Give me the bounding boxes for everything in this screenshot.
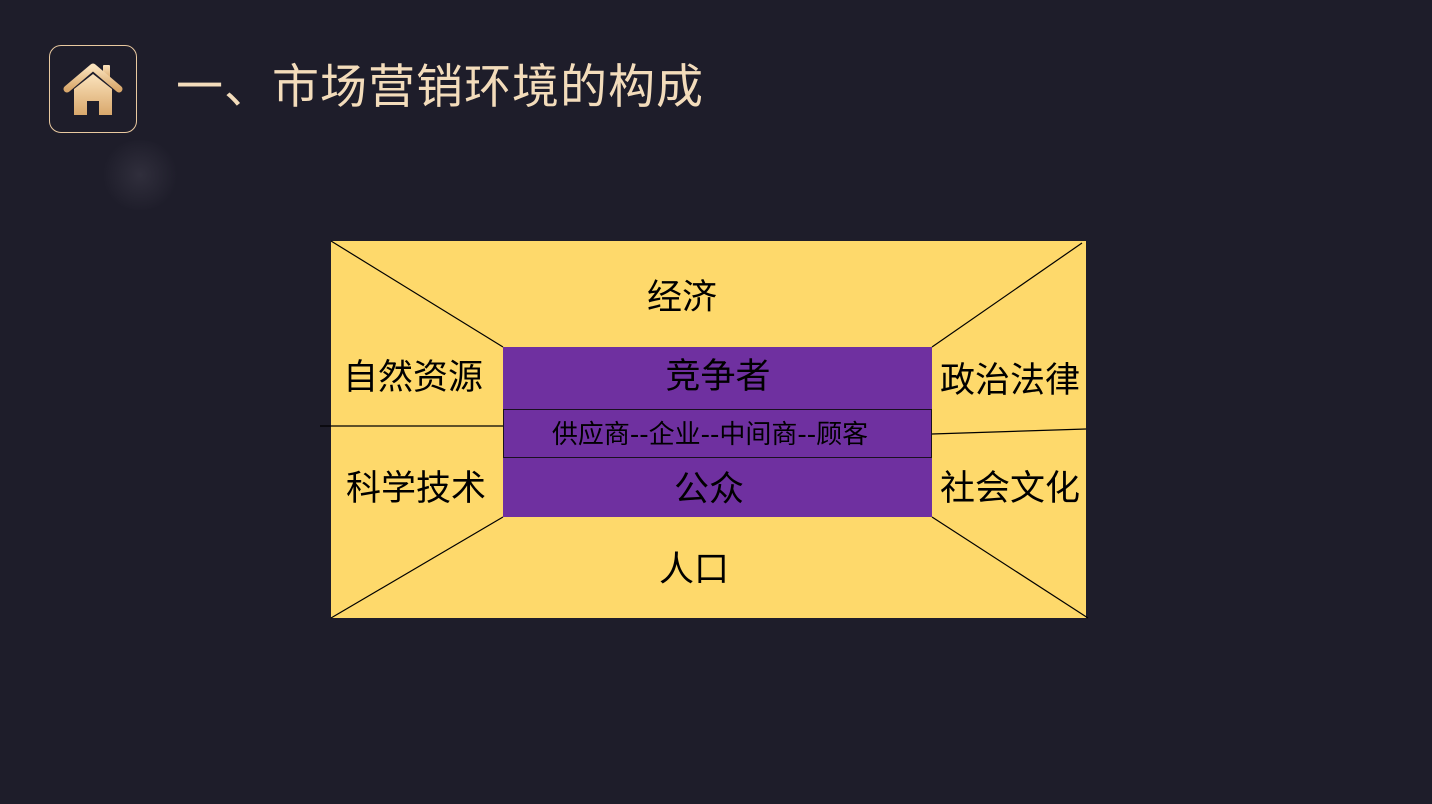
label-supply-chain: 供应商--企业--中间商--顾客	[551, 420, 869, 450]
diagonal-top-left	[330, 240, 504, 348]
label-population: 人口	[658, 550, 730, 590]
home-icon	[63, 63, 123, 115]
label-competitors: 竞争者	[665, 357, 771, 397]
page-title: 一、市场营销环境的构成	[176, 60, 704, 115]
chain-band	[503, 409, 932, 458]
home-button[interactable]	[49, 45, 137, 133]
diagonal-bottom-right	[931, 516, 1089, 619]
label-economy: 经济	[646, 278, 718, 318]
micro-environment-box	[503, 347, 932, 517]
label-natural-resources: 自然资源	[342, 358, 484, 398]
divider-right	[931, 428, 1087, 435]
diagonal-bottom-left	[330, 516, 504, 619]
label-science-technology: 科学技术	[345, 469, 487, 509]
label-society-culture: 社会文化	[939, 469, 1081, 509]
decorative-glow	[100, 140, 180, 210]
label-public: 公众	[673, 470, 745, 510]
label-politics-law: 政治法律	[939, 361, 1081, 401]
diagonal-top-right	[931, 242, 1083, 348]
